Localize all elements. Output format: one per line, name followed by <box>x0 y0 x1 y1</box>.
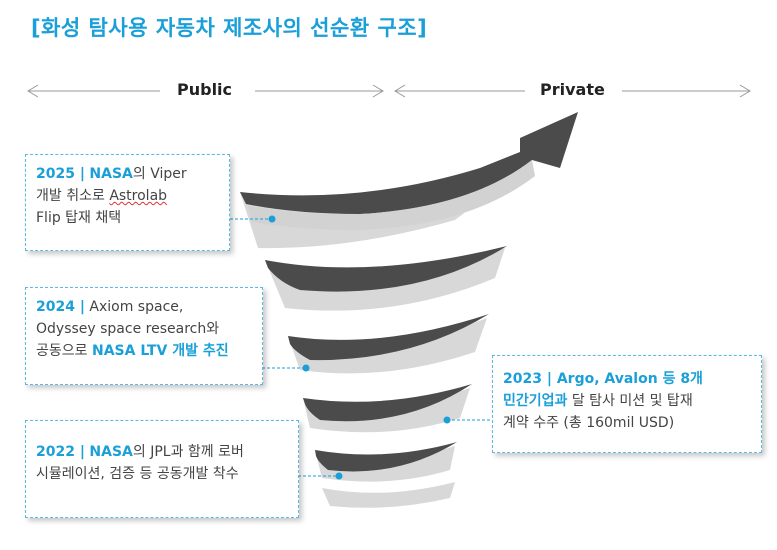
public-right-arrowhead <box>372 84 384 98</box>
page-title: [화성 탐사용 자동차 제조사의 선순환 구조] <box>31 16 428 40</box>
org-2025: NASA <box>89 166 133 182</box>
text-2024-3b: NASA LTV 개발 추진 <box>91 343 229 359</box>
year-2025: 2025 | <box>36 166 85 182</box>
public-left-arrowhead <box>27 84 39 98</box>
callout-2023: 2023 | Argo, Avalon 등 8개 민간기업과 달 탐사 미션 및… <box>492 355 762 453</box>
axis-label-private: Private <box>540 80 605 99</box>
text-2024-3: 공동으로 <box>36 343 92 359</box>
text-2022-2: 시뮬레이션, 검증 등 공동개발 착수 <box>36 466 239 482</box>
callout-2024: 2024 | Axiom space, Odyssey space resear… <box>25 287 263 385</box>
spiral-funnel <box>240 112 578 508</box>
text-2025-1: 의 Viper <box>132 166 187 182</box>
text-2025-2: 개발 취소로 <box>36 188 110 204</box>
dot-2023 <box>443 416 451 424</box>
year-2024: 2024 | <box>36 299 85 315</box>
org-2022: NASA <box>89 444 133 460</box>
callout-2022: 2022 | NASA의 JPL과 함께 로버 시뮬레이션, 검증 등 공동개발… <box>25 420 299 518</box>
text-2025-2b: Astrolab <box>109 188 168 204</box>
dot-2024 <box>302 364 310 372</box>
private-right-arrowhead <box>739 84 751 98</box>
text-2023-2: 계약 수주 (총 160mil USD) <box>503 415 675 431</box>
text-2022-1: 의 JPL과 함께 로버 <box>132 444 244 460</box>
text-2023-1: 달 탐사 미션 및 탑재 <box>567 393 693 409</box>
axis-label-public: Public <box>177 80 233 99</box>
private-left-arrowhead <box>394 84 406 98</box>
year-2023: 2023 | Argo, Avalon 등 8개 <box>503 371 703 387</box>
text-2025-3: Flip 탑재 채택 <box>36 210 122 226</box>
year-2022: 2022 | <box>36 444 85 460</box>
callout-2025: 2025 | NASA의 Viper 개발 취소로 Astrolab Flip … <box>25 154 230 251</box>
text-2024-2: Odyssey space research와 <box>36 321 220 337</box>
org-2023: 민간기업과 <box>503 393 568 409</box>
dot-2025 <box>268 215 276 223</box>
text-2024-1: Axiom space, <box>84 299 184 315</box>
dot-2022 <box>335 472 343 480</box>
